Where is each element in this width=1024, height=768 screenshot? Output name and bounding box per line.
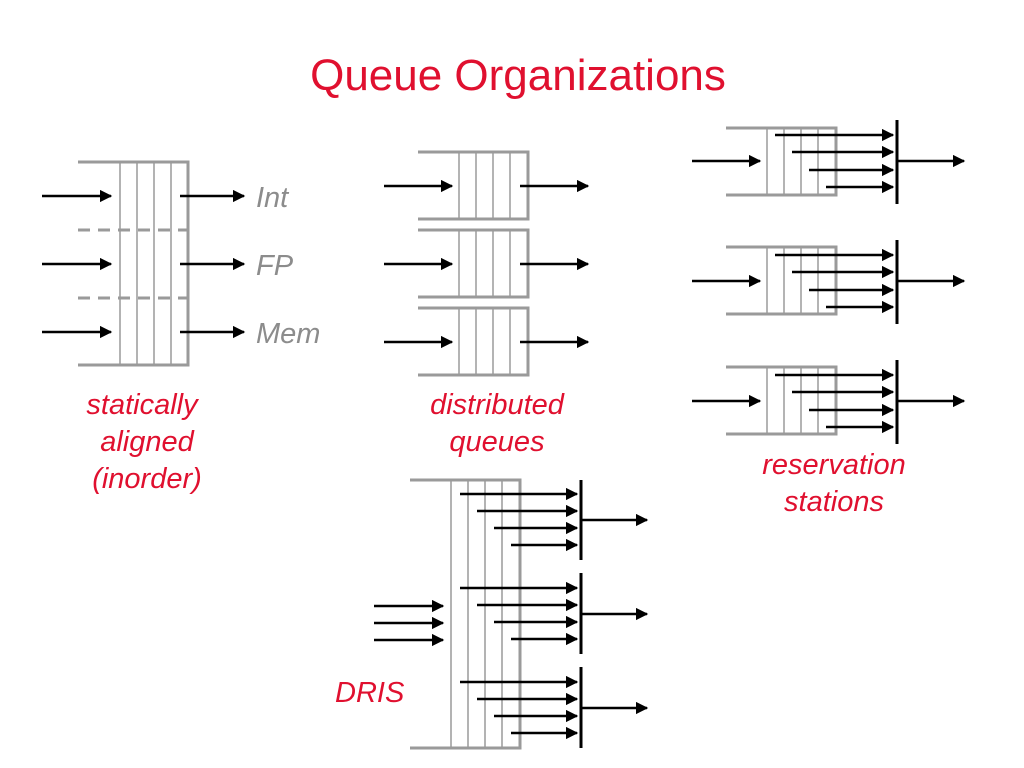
station-outline — [726, 245, 838, 316]
reservation-stations-group: reservation stations — [692, 120, 966, 518]
dris-group: DRIS — [335, 478, 649, 750]
static-queue-group: Int FP Mem statically aligned (inorder) — [42, 160, 320, 495]
distributed-queue — [384, 306, 590, 377]
distributed-queue — [384, 150, 590, 221]
dris-queue-outline — [410, 478, 522, 750]
unit-label-fp: FP — [256, 250, 294, 282]
distributed-queues-group: distributed queues — [384, 150, 590, 458]
caption-static-line2: aligned — [100, 426, 194, 458]
reservation-station — [692, 360, 966, 444]
caption-distributed-line2: queues — [449, 426, 544, 458]
caption-reservation-line2: stations — [784, 486, 884, 518]
reservation-station — [692, 120, 966, 204]
caption-reservation-line1: reservation — [762, 449, 905, 481]
distributed-queue — [384, 228, 590, 299]
page-title: Queue Organizations — [310, 51, 726, 100]
station-outline — [726, 126, 838, 197]
unit-label-mem: Mem — [256, 318, 320, 350]
caption-distributed-line1: distributed — [430, 389, 565, 421]
reservation-station — [692, 240, 966, 324]
caption-static-line3: (inorder) — [92, 463, 202, 495]
caption-dris: DRIS — [335, 677, 405, 709]
station-outline — [726, 365, 838, 436]
unit-label-int: Int — [256, 182, 290, 214]
caption-static-line1: statically — [86, 389, 199, 421]
